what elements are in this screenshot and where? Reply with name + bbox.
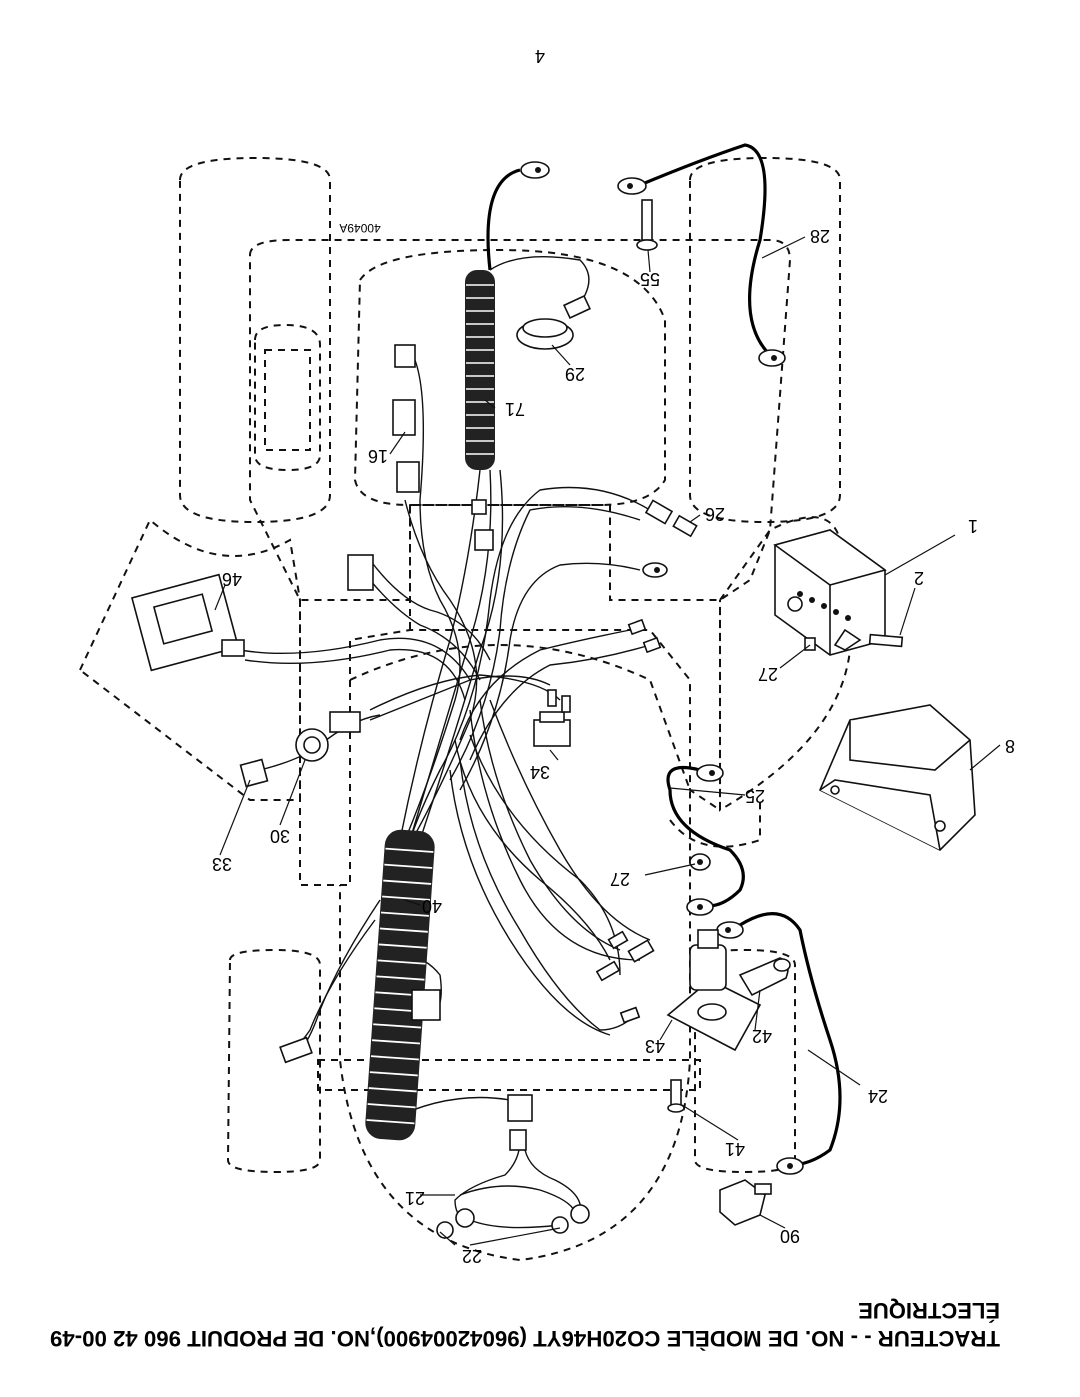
boot-42 <box>738 957 791 997</box>
ground-cable-71 <box>486 168 521 271</box>
callout-8: 8 <box>1005 736 1015 756</box>
callout-25: 25 <box>745 786 765 806</box>
callout-labels: 1 2 8 16 21 22 24 25 26 27 27 28 29 30 3… <box>212 226 1015 1266</box>
callout-41: 41 <box>725 1139 745 1159</box>
callout-28: 28 <box>810 226 830 246</box>
conduit-40 <box>365 829 435 1141</box>
conduit-71 <box>465 270 495 470</box>
battery-1 <box>773 529 904 656</box>
callout-55: 55 <box>640 269 660 289</box>
callout-33: 33 <box>212 854 232 874</box>
leader-lines <box>214 236 1001 1246</box>
callout-34: 34 <box>530 762 550 782</box>
battery-cover-8 <box>818 704 976 851</box>
callout-22: 22 <box>462 1246 482 1266</box>
callout-1: 1 <box>968 516 978 536</box>
ring-terminals <box>520 161 804 1175</box>
callout-2: 2 <box>914 568 924 588</box>
callout-43: 43 <box>645 1036 665 1056</box>
callout-71: 71 <box>505 399 525 419</box>
callout-30: 30 <box>270 826 290 846</box>
diagram-title-line1: TRACTEUR - - NO. DE MODÈLE CO20H46YT (96… <box>50 1326 1000 1351</box>
callout-40: 40 <box>422 896 442 916</box>
callout-90: 90 <box>780 1226 800 1246</box>
cable-24 <box>739 912 842 1167</box>
callout-29: 29 <box>565 364 585 384</box>
connectors <box>130 199 711 1239</box>
cable-28 <box>639 143 772 357</box>
solenoid-43 <box>666 929 762 1052</box>
callout-24: 24 <box>868 1086 888 1106</box>
callout-42: 42 <box>752 1026 772 1046</box>
battery-cables <box>486 143 842 1167</box>
callout-46: 46 <box>222 569 242 589</box>
clip-90 <box>719 1179 772 1226</box>
callout-27b: 27 <box>758 664 778 684</box>
figure-code: 40049A <box>339 221 380 235</box>
diagram-title-line2: ÉLECTRIQUE <box>858 1298 1000 1323</box>
page-number: 4 <box>535 46 545 66</box>
screw-41 <box>667 1079 685 1113</box>
callout-21: 21 <box>405 1188 425 1208</box>
callout-27a: 27 <box>610 869 630 889</box>
callout-26: 26 <box>705 504 725 524</box>
callout-16: 16 <box>368 446 388 466</box>
